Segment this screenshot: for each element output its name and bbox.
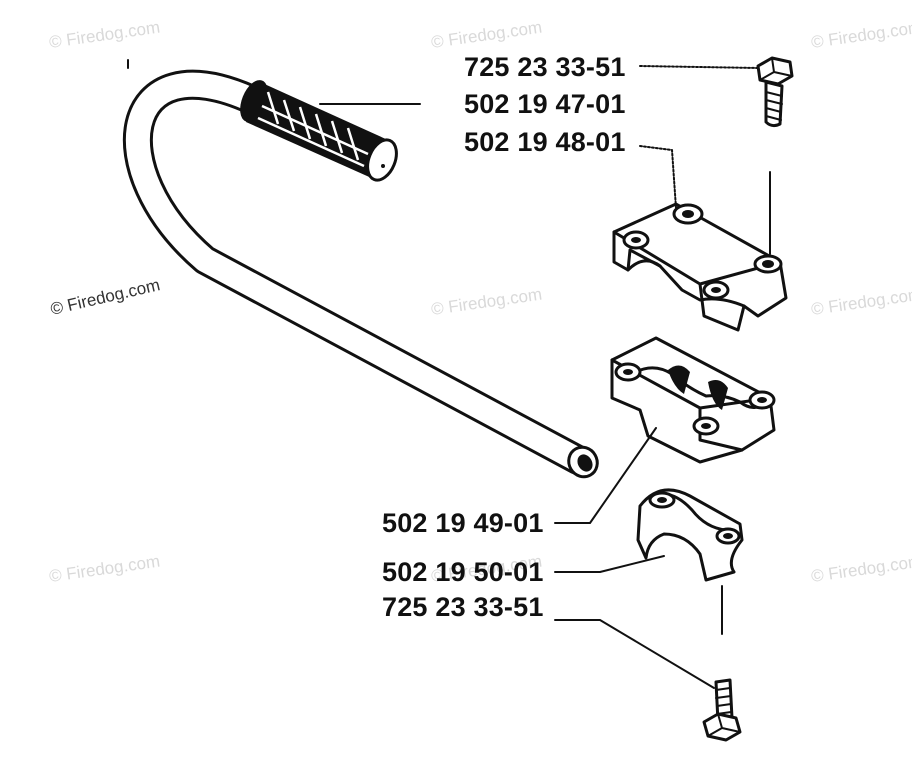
part-label-lower-clamp: 502 19 50-01 bbox=[382, 557, 544, 587]
watermark-mid-left: © Firedog.com bbox=[49, 275, 162, 319]
part-label-upper-clamp: 502 19 48-01 bbox=[464, 127, 626, 157]
part-labels: 725 23 33-51 502 19 47-01 502 19 48-01 5… bbox=[382, 52, 626, 622]
watermark-bottom-right: © Firedog.com bbox=[810, 552, 912, 586]
part-label-lower-bolt: 725 23 33-51 bbox=[382, 592, 544, 622]
leader-lines bbox=[319, 65, 771, 689]
middle-clamp bbox=[610, 336, 776, 464]
upper-bolt bbox=[756, 56, 794, 128]
watermark-mid-center: © Firedog.com bbox=[430, 285, 543, 319]
watermark-top-right: © Firedog.com bbox=[810, 18, 912, 52]
part-label-grip: 502 19 47-01 bbox=[464, 89, 626, 119]
handlebar-tube bbox=[122, 59, 599, 479]
watermark-mid-right: © Firedog.com bbox=[810, 285, 912, 319]
lower-clamp bbox=[636, 488, 744, 582]
watermark-top-center: © Firedog.com bbox=[430, 18, 543, 52]
handle-grip bbox=[240, 80, 398, 182]
part-label-upper-bolt: 725 23 33-51 bbox=[464, 52, 626, 82]
part-label-middle-clamp: 502 19 49-01 bbox=[382, 508, 544, 538]
watermark-bottom-left: © Firedog.com bbox=[48, 552, 161, 586]
watermark-top-left: © Firedog.com bbox=[48, 18, 161, 52]
lower-bolt bbox=[702, 678, 742, 742]
upper-clamp bbox=[612, 202, 788, 332]
